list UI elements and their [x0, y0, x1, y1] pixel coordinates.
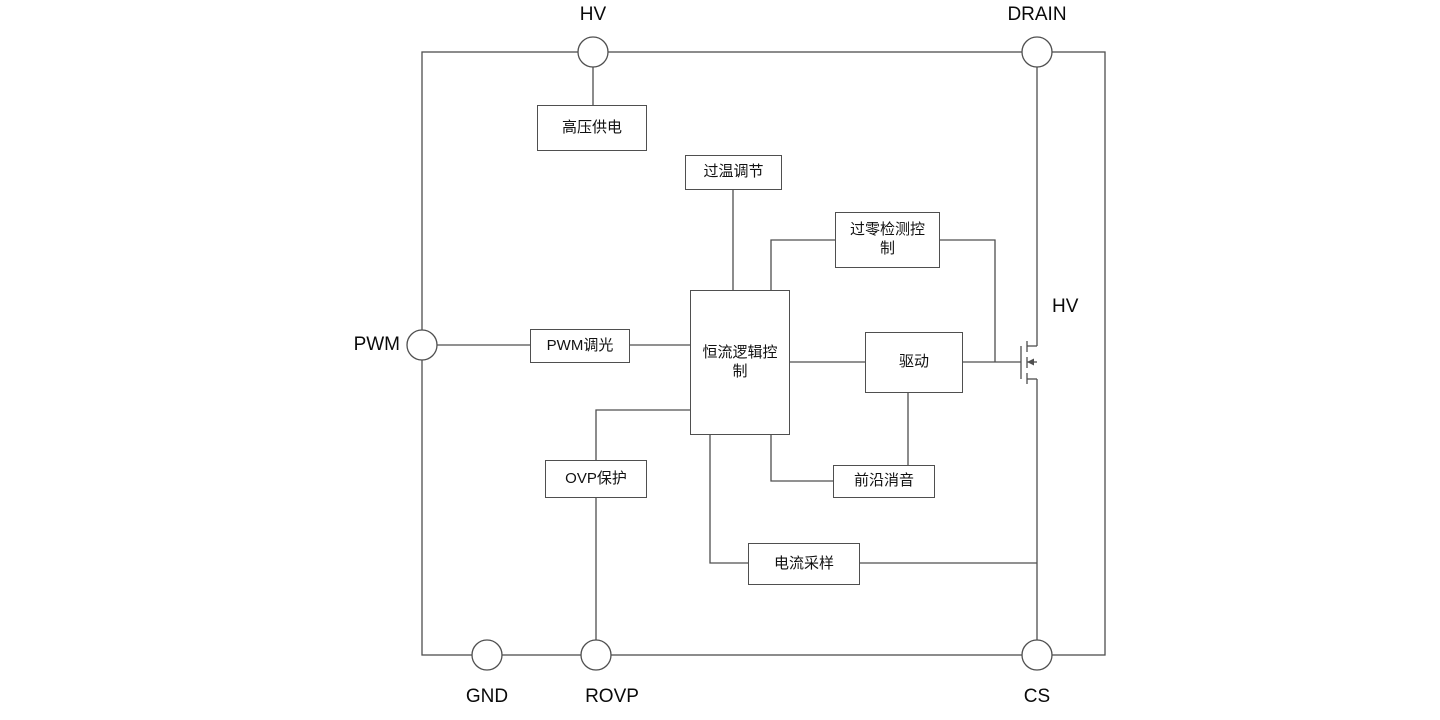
wire-zcd-gate: [940, 239, 996, 362]
block-leading-edge-blanking: 前沿消音: [833, 465, 935, 498]
block-current-sampling: 电流采样: [748, 543, 860, 585]
block-temp-regulation: 过温调节: [685, 155, 782, 190]
pin-cs: [1021, 639, 1053, 671]
block-leading-edge-blanking-label: 前沿消音: [853, 472, 914, 490]
block-current-sampling-label: 电流采样: [773, 554, 834, 572]
pin-label-cs: CS: [1023, 686, 1051, 707]
block-cc-logic-control: 恒流逻辑控制: [690, 290, 790, 435]
pin-label-pwm: PWM: [353, 334, 400, 355]
block-pwm-dimming: PWM调光: [530, 329, 630, 363]
pin-label-hv-top: HV: [579, 4, 607, 25]
block-cc-logic-control-label: 恒流逻辑控制: [702, 343, 778, 380]
block-hv-supply-label: 高压供电: [561, 118, 622, 136]
pin-label-drain: DRAIN: [1007, 4, 1067, 25]
pin-gnd: [471, 639, 503, 671]
wire-cclogic-sample: [709, 435, 748, 564]
wire-cclogic-ovp: [595, 409, 690, 460]
pin-hv-top: [577, 36, 609, 68]
block-pwm-dimming-label: PWM调光: [546, 336, 614, 354]
wire-leb-cclogic: [770, 435, 833, 482]
pin-drain: [1021, 36, 1053, 68]
block-temp-regulation-label: 过温调节: [703, 163, 764, 181]
pin-label-gnd: GND: [465, 686, 509, 707]
mosfet-hv-label: HV: [1052, 296, 1079, 317]
block-ovp-protection: OVP保护: [545, 460, 647, 498]
mosfet-symbol: [1020, 67, 1038, 640]
pin-label-rovp: ROVP: [585, 686, 639, 707]
block-ovp-protection-label: OVP保护: [565, 469, 627, 487]
block-hv-supply: 高压供电: [537, 105, 647, 151]
wire-cclogic-zcd: [770, 239, 835, 290]
block-zero-cross-detect-label: 过零检测控制: [849, 221, 925, 257]
pin-rovp: [580, 639, 612, 671]
pin-pwm: [406, 329, 438, 361]
block-zero-cross-detect: 过零检测控制: [835, 212, 940, 268]
block-driver-label: 驱动: [898, 353, 929, 371]
block-driver: 驱动: [865, 332, 963, 393]
